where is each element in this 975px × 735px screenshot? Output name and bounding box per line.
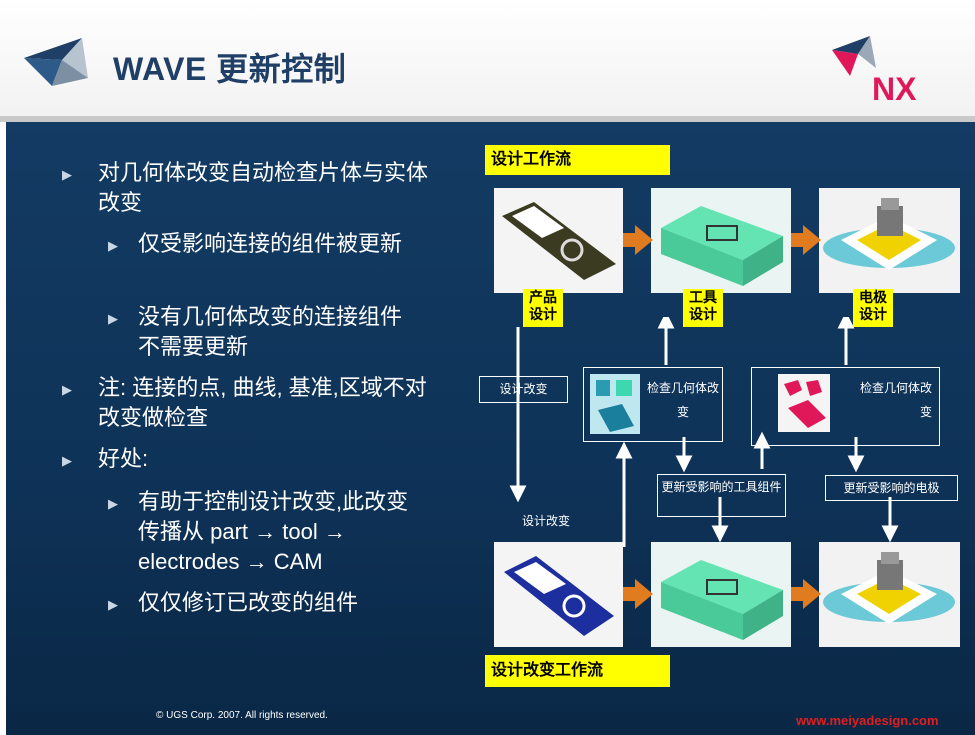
bullet-marker-icon: ▶	[108, 238, 118, 253]
electrode-image-bottom	[819, 542, 960, 647]
bullet-list: ▶ 对几何体改变自动检查片体与实体改变 ▶ 仅受影响连接的组件被更新 ▶ 没有几…	[6, 122, 486, 702]
bullet-item: 好处:	[98, 446, 149, 471]
tool-image-top	[651, 188, 791, 293]
bullet-item: 有助于控制设计改变,此改变传播从 part → tool → electrode…	[138, 489, 409, 574]
update-electrode-box: 更新受影响的电极	[825, 475, 958, 501]
update-tool-box: 更新受影响的工具组件	[657, 474, 786, 517]
part-thumbnail-icon	[590, 374, 640, 434]
flow-arrow-icon	[635, 225, 653, 255]
bullet-item: 注: 连接的点, 曲线, 基准,区域不对改变做检查	[98, 375, 427, 430]
flow-arrow-shaft	[791, 233, 803, 247]
flow-arrow-shaft	[623, 587, 635, 601]
flow-arrow-shaft	[791, 587, 803, 601]
bullet-item: 对几何体改变自动检查片体与实体改变	[98, 160, 429, 215]
electrode-image-top	[819, 188, 960, 293]
slide-header: WAVE 更新控制 NX	[0, 0, 975, 122]
page-title: WAVE 更新控制	[113, 51, 347, 87]
flow-arrow-shaft	[623, 233, 635, 247]
stage-product-label: 产品设计	[523, 289, 563, 327]
stage-tool-label: 工具设计	[683, 289, 723, 327]
bullet-item: 仅仅修订已改变的组件	[138, 590, 359, 615]
bullet-marker-icon: ▶	[108, 496, 118, 511]
nx-logo-text: NX	[872, 71, 917, 107]
bullet-marker-icon: ▶	[62, 167, 72, 182]
watermark-url: www.meiyadesign.com	[796, 713, 939, 728]
stage-electrode-label: 电极设计	[853, 289, 893, 327]
nx-logo-icon	[832, 36, 876, 76]
connector-lines	[509, 317, 899, 547]
copyright-footer: © UGS Corp. 2007. All rights reserved.	[156, 710, 328, 721]
electrode-thumbnail-icon	[778, 374, 830, 432]
bullet-item: 仅受影响连接的组件被更新	[138, 231, 403, 256]
flow-arrow-icon	[803, 225, 821, 255]
design-change-text: 设计改变	[522, 514, 571, 528]
check-geometry-text-1: 检查几何体改变	[646, 381, 719, 419]
check-geometry-box-2: 检查几何体改变	[751, 367, 940, 446]
bullet-marker-icon: ▶	[62, 382, 72, 397]
slide-body: ▶ 对几何体改变自动检查片体与实体改变 ▶ 仅受影响连接的组件被更新 ▶ 没有几…	[6, 122, 975, 735]
flow-arrow-icon	[803, 579, 821, 609]
bullet-marker-icon: ▶	[62, 453, 72, 468]
check-geometry-text-2: 检查几何体改变	[859, 381, 932, 419]
product-image-bottom	[494, 542, 623, 647]
change-workflow-label: 设计改变工作流	[485, 655, 670, 687]
bullet-item: 没有几何体改变的连接组件不需要更新	[138, 304, 403, 359]
tool-image-bottom	[651, 542, 791, 647]
bullet-marker-icon: ▶	[108, 311, 118, 326]
check-geometry-box-1: 检查几何体改变	[583, 367, 723, 442]
workflow-label: 设计工作流	[485, 145, 670, 175]
ugs-logo-icon	[24, 38, 88, 86]
flow-arrow-icon	[635, 579, 653, 609]
design-change-box: 设计改变	[479, 376, 568, 403]
bullet-marker-icon: ▶	[108, 597, 118, 612]
product-image-top	[494, 188, 623, 293]
